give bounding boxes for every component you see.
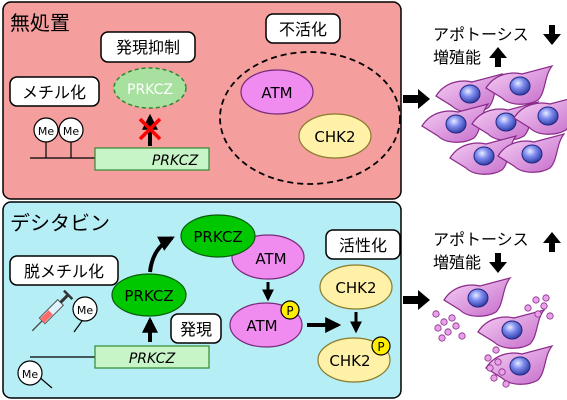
activation-label: 活性化 bbox=[339, 236, 387, 255]
cell-fragment bbox=[484, 354, 492, 362]
untreated-title: 無処置 bbox=[10, 11, 70, 35]
inactivation-label: 不活化 bbox=[279, 20, 327, 39]
treated-apoptosis-text: アポトーシス bbox=[433, 230, 529, 249]
cell-fragment bbox=[498, 368, 506, 376]
cell-fragment bbox=[524, 304, 532, 312]
untreated-outcome-arrow bbox=[403, 89, 430, 109]
expression-label: 発現 bbox=[180, 320, 212, 339]
prkcz-protein-silenced-label: PRKCZ bbox=[127, 82, 173, 98]
chk2-protein-treated bbox=[319, 264, 393, 310]
expression-label-box bbox=[170, 313, 222, 344]
untreated-proliferation-text: 増殖能 bbox=[433, 48, 481, 67]
treated-outcome-arrow bbox=[403, 290, 430, 310]
cell-fragment bbox=[492, 346, 500, 354]
methylation-label-box bbox=[9, 76, 100, 107]
proliferating-cells bbox=[421, 65, 567, 175]
cell-fragment bbox=[458, 332, 466, 340]
atm-protein-untreated bbox=[240, 69, 314, 115]
chk2-phospho-mark: P bbox=[371, 336, 391, 356]
cell-fragment bbox=[432, 310, 440, 318]
cell-fragment bbox=[494, 358, 502, 366]
cell-fragment bbox=[448, 314, 456, 322]
apoptosis-up-arrow-icon bbox=[543, 232, 561, 252]
chk2-untreated-label: CHK2 bbox=[314, 128, 355, 146]
prkcz-gene-treated-label: PRKCZ bbox=[129, 351, 176, 367]
cell-fragment bbox=[502, 380, 510, 388]
cell-fragment bbox=[434, 324, 442, 332]
apoptosis-down-arrow-icon bbox=[543, 25, 561, 45]
cell-fragment bbox=[444, 328, 452, 336]
activation-label-box bbox=[325, 229, 401, 260]
inactive-complex-outline bbox=[219, 51, 401, 185]
cell-fragment bbox=[542, 294, 550, 302]
prkcz-bound-protein bbox=[180, 214, 256, 258]
inactivation-label-box bbox=[265, 13, 341, 44]
cell-fragment bbox=[440, 318, 448, 326]
atm-treated-label: ATM bbox=[255, 250, 286, 268]
atm-phospho-label: ATM bbox=[246, 317, 277, 335]
syringe-icon bbox=[31, 289, 74, 332]
silencing-label-box bbox=[100, 31, 196, 63]
demethylation-label-box bbox=[9, 255, 119, 286]
decitabine-title: デシタビン bbox=[10, 211, 110, 235]
untreated-apoptosis-text: アポトーシス bbox=[433, 25, 529, 44]
prkcz-gene-untreated-label: PRKCZ bbox=[152, 153, 199, 169]
methylation-label: メチル化 bbox=[22, 83, 86, 102]
prkcz-gene-untreated bbox=[94, 147, 210, 171]
cell-fragment bbox=[490, 374, 498, 382]
apoptotic-cells bbox=[443, 277, 553, 385]
silencing-label: 発現抑制 bbox=[116, 38, 180, 57]
svg-text:Me: Me bbox=[77, 304, 93, 317]
cancer-cell bbox=[443, 277, 511, 317]
svg-text:P: P bbox=[377, 340, 384, 354]
cell-fragment bbox=[534, 310, 542, 318]
binding-arrow bbox=[148, 236, 175, 273]
prkcz-protein-expressed bbox=[111, 273, 187, 317]
free-methyl-mark-1: Me bbox=[72, 296, 98, 333]
svg-text:P: P bbox=[286, 304, 293, 318]
cell-fragment bbox=[438, 334, 446, 342]
free-methyl-mark-2: Me bbox=[17, 360, 53, 389]
cell-fragment bbox=[486, 364, 494, 372]
chk2-treated-label: CHK2 bbox=[335, 279, 376, 297]
svg-text:Me: Me bbox=[63, 125, 79, 138]
prkcz-gene-treated bbox=[94, 345, 210, 369]
cell-fragment bbox=[452, 322, 460, 330]
methyl-mark-2: Me bbox=[58, 117, 84, 158]
cell-fragment bbox=[546, 312, 554, 320]
svg-text:Me: Me bbox=[38, 125, 54, 138]
chk2-protein-untreated bbox=[298, 113, 372, 159]
cancer-cell bbox=[435, 73, 503, 113]
atm-untreated-label: ATM bbox=[261, 84, 292, 102]
demethylation-label: 脱メチル化 bbox=[24, 262, 104, 281]
methyl-mark-1: Me bbox=[33, 117, 59, 158]
chk2-phospho-label: CHK2 bbox=[329, 352, 370, 370]
decitabine-panel: デシタビン 脱メチル化 Me Me PRKCZ 発現 bbox=[2, 201, 402, 399]
proliferation-up-arrow-icon bbox=[489, 47, 507, 67]
cancer-cell bbox=[485, 65, 553, 105]
svg-text:Me: Me bbox=[22, 368, 38, 381]
untreated-panel: 無処置 発現抑制 メチル化 PRKCZ PRKCZ Me Me bbox=[2, 1, 402, 200]
prkcz-bound-label: PRKCZ bbox=[193, 228, 242, 246]
block-x-icon bbox=[138, 117, 162, 141]
cell-fragment bbox=[540, 302, 548, 310]
prkcz-protein-expressed-label: PRKCZ bbox=[124, 287, 173, 305]
prkcz-protein-silenced bbox=[113, 67, 187, 109]
proliferation-down-arrow-icon bbox=[489, 253, 507, 273]
treated-proliferation-text: 増殖能 bbox=[433, 253, 481, 272]
cell-fragment bbox=[532, 296, 540, 304]
atm-phospho-mark: P bbox=[280, 300, 300, 320]
